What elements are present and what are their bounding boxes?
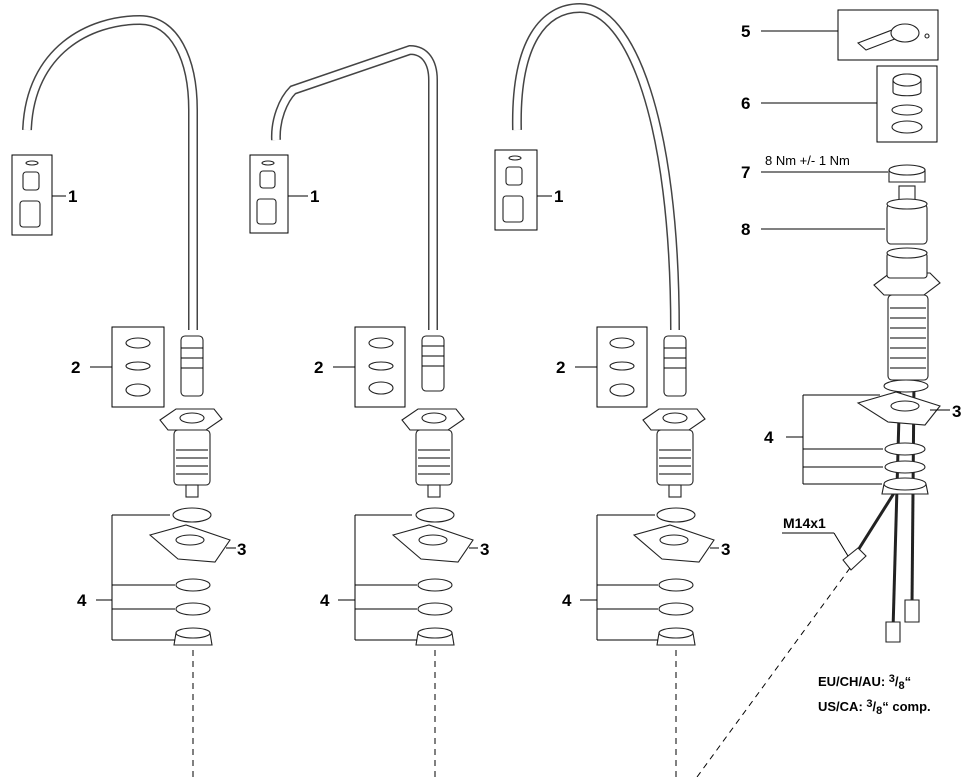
spout-3-connector (663, 335, 687, 397)
callout-1b: 1 (310, 187, 319, 206)
aerator-seal-1 (25, 160, 39, 166)
axis-line-4 (696, 567, 851, 777)
spout-2-connector (421, 335, 445, 392)
shank-tail-1 (185, 484, 199, 498)
aerator-box-2 (249, 154, 289, 234)
thread-label: M14x1 (783, 515, 826, 531)
aerator-insert-2 (259, 170, 276, 189)
spout-1-connector (180, 335, 204, 397)
cartridge-body (886, 203, 928, 245)
aerator-housing-1 (19, 200, 41, 228)
spout-1-assembly: 1 2 3 4 (11, 14, 246, 777)
callout-2: 2 (71, 358, 80, 377)
callout-4d: 4 (764, 428, 774, 447)
cap-ring-b (891, 120, 923, 134)
callout-8: 8 (741, 220, 750, 239)
callout-2b: 2 (314, 358, 323, 377)
supply-tube-c (853, 489, 898, 556)
gasket-1 (172, 507, 212, 523)
callout-4c: 4 (562, 591, 572, 610)
aerator-box-1 (11, 154, 53, 236)
mixer-valve-assembly: 5 6 7 8 Nm +/- 1 Nm 8 (696, 9, 961, 777)
callout-6: 6 (741, 94, 750, 113)
spout-3-assembly: 1 2 3 4 (494, 2, 730, 777)
callout-3c: 3 (721, 540, 730, 559)
callout-1: 1 (68, 187, 77, 206)
torque-note: 8 Nm +/- 1 Nm (765, 153, 850, 168)
washer-4b (884, 460, 926, 474)
callout-3: 3 (237, 540, 246, 559)
seal-cap-1 (125, 337, 151, 349)
callout-5: 5 (741, 22, 750, 41)
spout-2-assembly: 1 2 3 4 (249, 44, 489, 777)
washer-1a (175, 578, 211, 592)
spout-2-tube (270, 44, 438, 330)
callout-1c: 1 (554, 187, 563, 206)
support-wedge-bore-1 (175, 534, 205, 546)
callout-3b: 3 (480, 540, 489, 559)
aerator-box-3 (494, 149, 538, 231)
cap-kit-box (876, 65, 938, 143)
washer-4a (884, 442, 926, 456)
callout-4b: 4 (320, 591, 330, 610)
washer-1b (175, 602, 211, 616)
o-ring-1 (125, 361, 151, 371)
aerator-insert-1 (22, 171, 40, 191)
handle-box (837, 9, 939, 61)
aerator-housing-2 (256, 198, 277, 225)
callout-3d: 3 (952, 402, 961, 421)
base-flange-bore-1 (179, 412, 205, 424)
spec-us-ca: US/CA: 3/8“ comp. (818, 698, 931, 717)
m14-fitting (842, 547, 867, 571)
seal-ring-1 (125, 383, 151, 397)
callout-4: 4 (77, 591, 87, 610)
callout-7: 7 (741, 163, 750, 182)
compression-fitting-a (885, 621, 901, 643)
callout-2c: 2 (556, 358, 565, 377)
compression-fitting-b (904, 599, 920, 623)
spout-1-tube-inner (23, 16, 197, 330)
cap-ring-a (891, 104, 923, 116)
spout-3-tube (511, 2, 680, 331)
spec-eu-ch-au: EU/CH/AU: 3/8“ (818, 673, 911, 692)
